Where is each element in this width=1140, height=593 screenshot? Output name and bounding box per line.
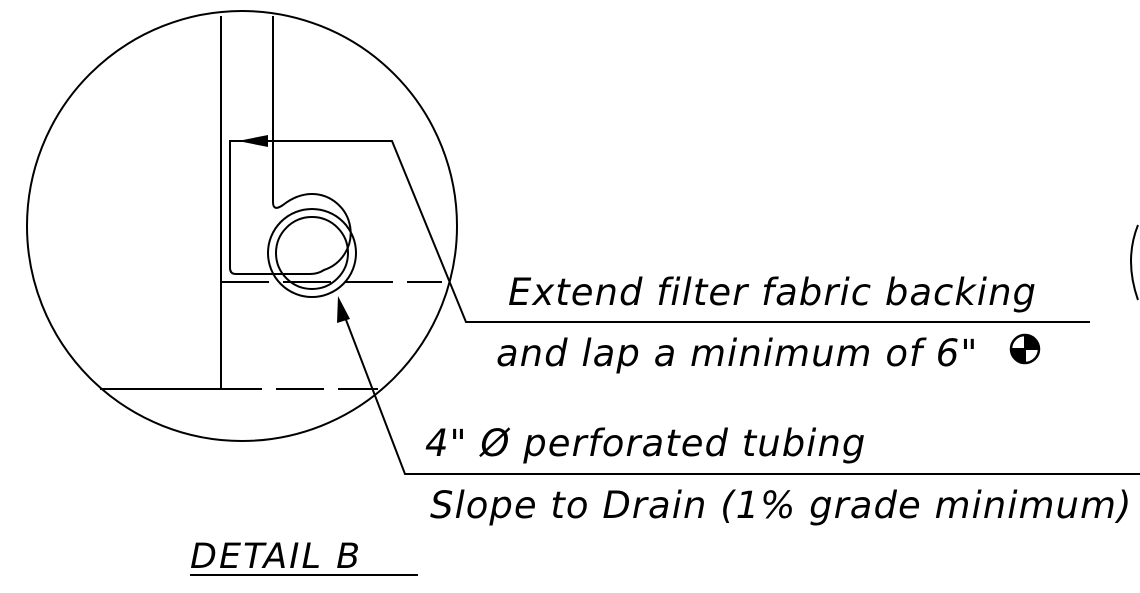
tubing-outer-circle: [267, 208, 357, 298]
fabric-note-line2: and lap a minimum of 6": [496, 332, 978, 375]
tubing-inner-circle: [275, 216, 349, 290]
slope-note: Slope to Drain (1% grade minimum): [430, 484, 1133, 527]
fabric-leader-arrowhead: [238, 135, 268, 147]
adjacent-detail-circle-edge: [1130, 224, 1139, 301]
fabric-note-line1: Extend filter fabric backing: [508, 271, 1037, 314]
fabric-outline: [229, 16, 392, 275]
quartered-circle-icon: [1009, 333, 1041, 365]
detail-title: DETAIL B: [190, 537, 362, 577]
tubing-note: 4" Ø perforated tubing: [425, 422, 866, 465]
tubing-leader-arrowhead: [337, 296, 350, 323]
fabric-leader-line: [262, 140, 1090, 323]
detail-boundary-circle: [26, 10, 458, 442]
tubing-leader-line: [342, 311, 1140, 475]
